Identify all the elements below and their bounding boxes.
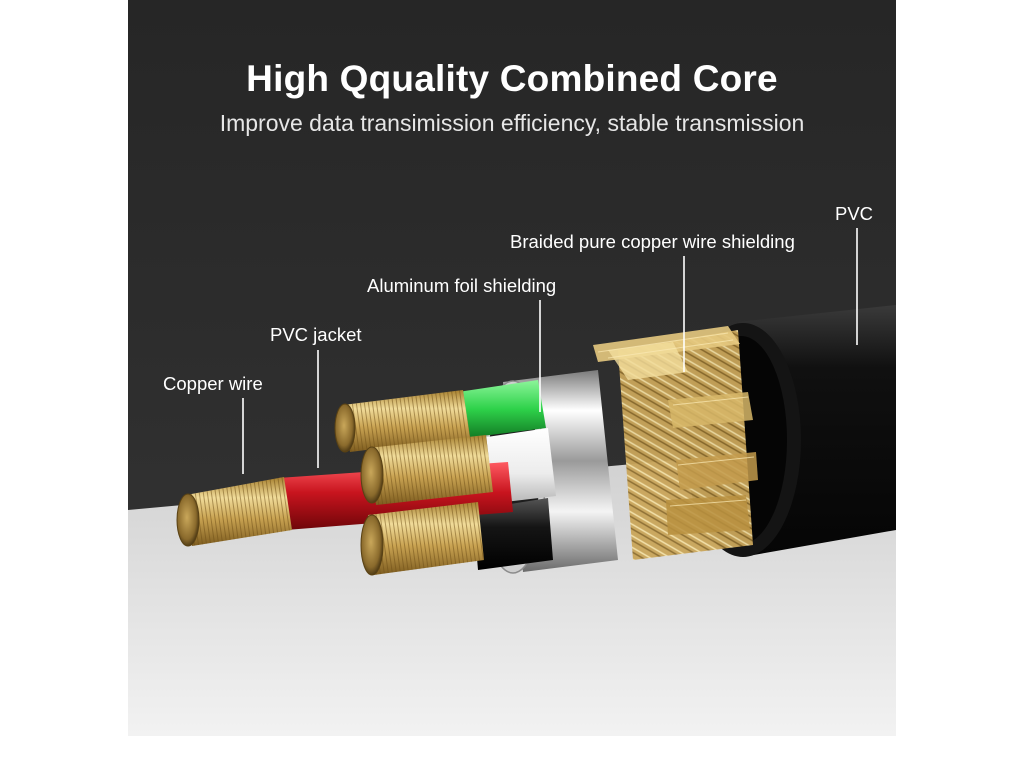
copper-conductor-bottom bbox=[360, 502, 484, 576]
label-braided-shielding: Braided pure copper wire shielding bbox=[510, 231, 795, 252]
green-core bbox=[458, 380, 546, 438]
copper-conductor-middle bbox=[360, 435, 493, 505]
cable-illustration bbox=[128, 0, 896, 736]
braided-copper-shielding bbox=[593, 326, 758, 560]
callout-leader-lines bbox=[242, 228, 858, 474]
label-aluminum-foil: Aluminum foil shielding bbox=[367, 275, 557, 296]
cable-diagram-panel: High Qquality Combined Core Improve data… bbox=[128, 0, 896, 736]
label-copper-wire: Copper wire bbox=[163, 373, 263, 394]
copper-conductor-top bbox=[334, 390, 470, 453]
copper-conductor-left bbox=[176, 477, 292, 547]
label-pvc: PVC bbox=[835, 203, 874, 224]
black-core bbox=[473, 498, 553, 570]
page-subtitle: Improve data transimission efficiency, s… bbox=[219, 110, 805, 136]
page-title: High Qquality Combined Core bbox=[246, 58, 778, 99]
label-pvc-jacket: PVC jacket bbox=[270, 324, 362, 345]
